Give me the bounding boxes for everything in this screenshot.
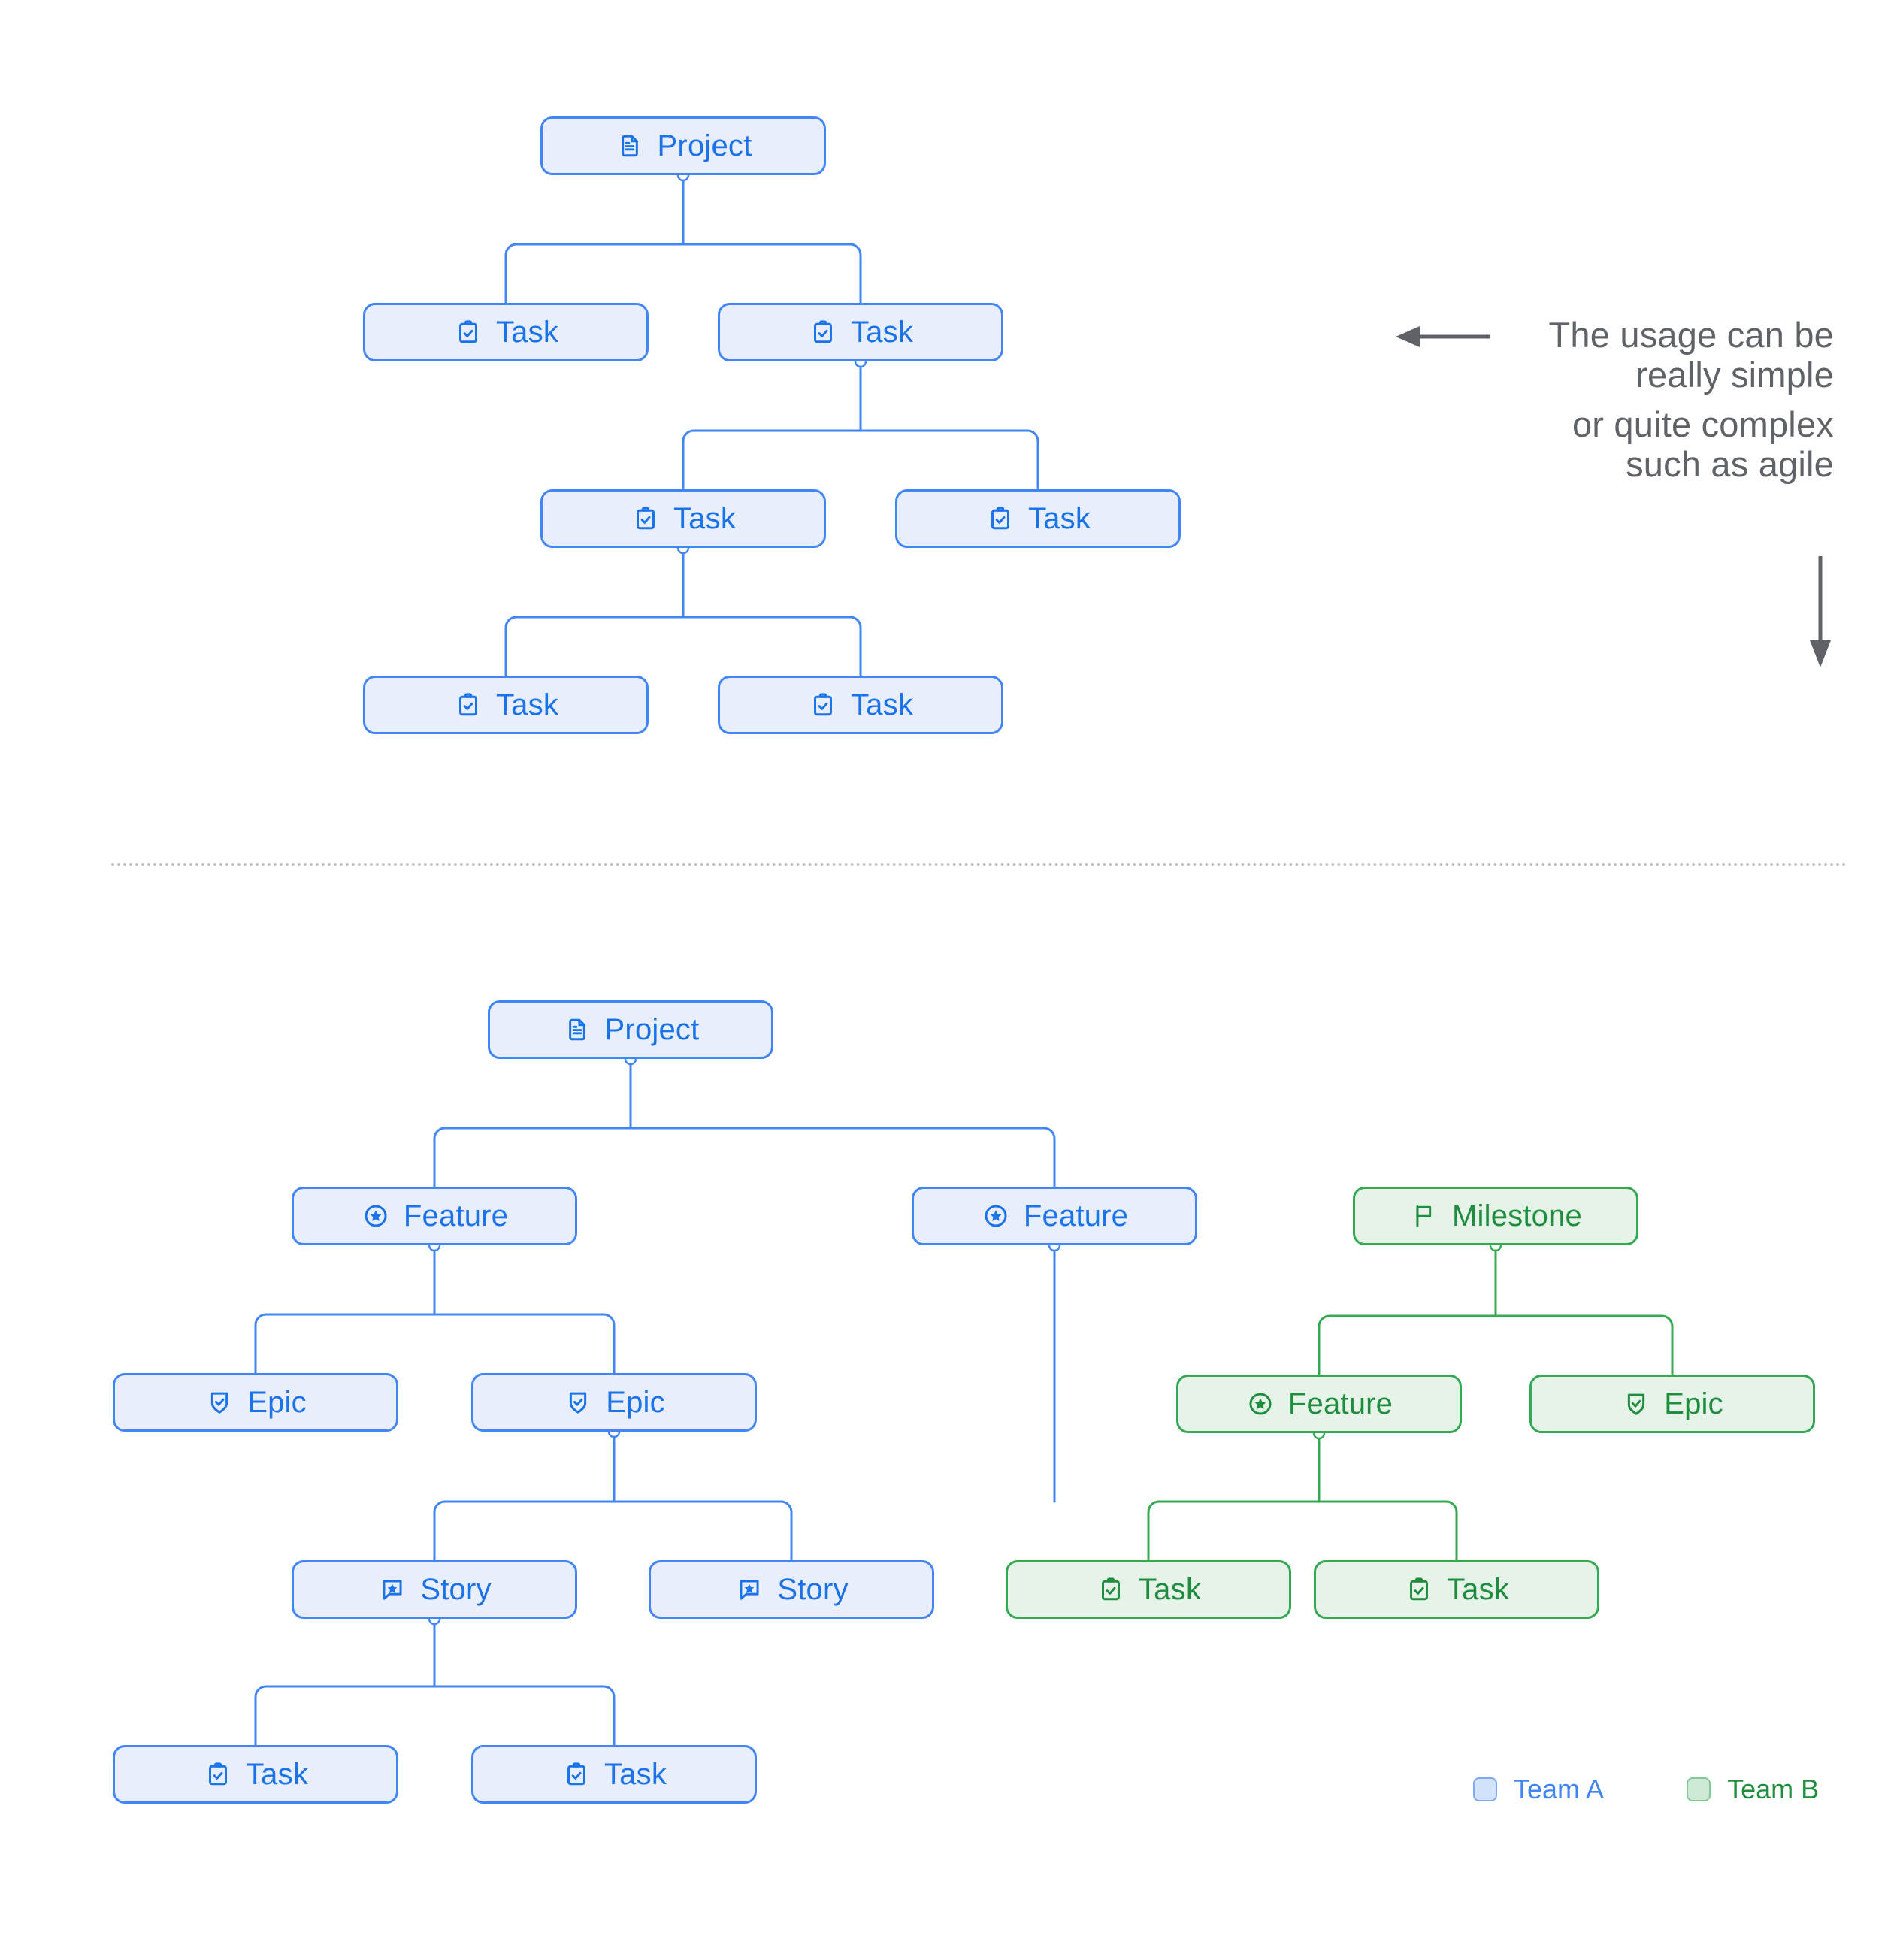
node-label: Epic xyxy=(247,1386,307,1419)
node-task[interactable]: Task xyxy=(113,1745,398,1804)
connector-line xyxy=(1147,1500,1321,1562)
node-label: Story xyxy=(777,1573,849,1606)
legend-item-team-a[interactable]: Team A xyxy=(1473,1774,1604,1805)
clipboard-check-icon xyxy=(808,317,838,347)
node-feature[interactable]: Feature xyxy=(292,1187,577,1245)
node-task[interactable]: Task xyxy=(895,489,1181,548)
annotation-line-2: really simple xyxy=(1635,354,1834,395)
legend-item-team-b[interactable]: Team B xyxy=(1687,1774,1819,1805)
shield-check-icon xyxy=(204,1387,234,1417)
annotation-line-4: such as agile xyxy=(1626,443,1834,484)
legend-label: Team A xyxy=(1514,1774,1605,1804)
connector-line xyxy=(682,429,862,491)
square-swatch-icon xyxy=(1473,1777,1497,1801)
node-label: Task xyxy=(850,688,914,721)
node-task[interactable]: Task xyxy=(363,303,649,361)
node-label: Task xyxy=(604,1758,667,1791)
node-milestone[interactable]: Milestone xyxy=(1353,1187,1638,1245)
connector-line xyxy=(433,1127,632,1188)
connector-line xyxy=(433,1685,616,1747)
clipboard-check-icon xyxy=(985,504,1015,534)
clipboard-check-icon xyxy=(631,504,661,534)
node-label: Story xyxy=(420,1573,492,1606)
document-icon xyxy=(562,1015,592,1045)
connector-line xyxy=(1318,1314,1497,1376)
clipboard-check-icon xyxy=(453,690,483,720)
clipboard-check-icon xyxy=(203,1759,233,1789)
node-task[interactable]: Task xyxy=(540,489,826,548)
clipboard-check-icon xyxy=(1404,1574,1434,1605)
comment-star-icon xyxy=(734,1574,764,1605)
node-task[interactable]: Task xyxy=(718,303,1003,361)
node-label: Task xyxy=(673,502,737,535)
annotation-paragraph-2: or quite complex such as agile xyxy=(1488,404,1834,484)
comment-star-icon xyxy=(377,1574,407,1605)
flag-icon xyxy=(1409,1201,1439,1231)
connector-line xyxy=(254,1313,436,1375)
node-label: Milestone xyxy=(1452,1199,1582,1233)
node-story[interactable]: Story xyxy=(649,1560,934,1619)
node-epic[interactable]: Epic xyxy=(1529,1375,1815,1433)
node-label: Task xyxy=(1027,502,1091,535)
section-divider xyxy=(111,863,1847,866)
connector-line xyxy=(613,1500,793,1562)
connector-line xyxy=(629,1127,1056,1188)
connector-line xyxy=(504,243,685,304)
connector-line xyxy=(1494,1314,1674,1376)
node-label: Task xyxy=(495,316,559,349)
clipboard-check-icon xyxy=(808,690,838,720)
node-label: Task xyxy=(850,316,914,349)
node-story[interactable]: Story xyxy=(292,1560,577,1619)
node-task[interactable]: Task xyxy=(471,1745,757,1804)
node-task[interactable]: Task xyxy=(718,676,1003,734)
connector-line xyxy=(433,1500,616,1562)
arrow-down-icon xyxy=(1810,556,1831,667)
node-feature[interactable]: Feature xyxy=(912,1187,1197,1245)
node-feature[interactable]: Feature xyxy=(1176,1375,1462,1433)
node-task[interactable]: Task xyxy=(1314,1560,1599,1619)
legend: Team A Team B xyxy=(1473,1774,1819,1805)
shield-check-icon xyxy=(563,1387,593,1417)
annotation-line-1: The usage can be xyxy=(1548,315,1834,355)
node-label: Feature xyxy=(403,1199,509,1233)
clipboard-check-icon xyxy=(1096,1574,1126,1605)
square-swatch-icon xyxy=(1687,1777,1711,1801)
document-icon xyxy=(615,131,645,161)
connector-line xyxy=(1318,1500,1458,1562)
node-project[interactable]: Project xyxy=(540,116,826,175)
node-label: Feature xyxy=(1023,1199,1129,1233)
node-label: Epic xyxy=(1664,1387,1723,1420)
node-task[interactable]: Task xyxy=(1006,1560,1291,1619)
connector-line xyxy=(682,243,862,304)
annotation-paragraph-1: The usage can be really simple xyxy=(1488,315,1834,395)
clipboard-check-icon xyxy=(561,1759,591,1789)
annotation-line-3: or quite complex xyxy=(1572,404,1834,445)
star-circle-icon xyxy=(981,1201,1011,1231)
arrow-left-icon xyxy=(1396,326,1490,347)
annotation-note: The usage can be really simple or quite … xyxy=(1488,315,1834,485)
node-label: Feature xyxy=(1287,1387,1393,1420)
node-label: Project xyxy=(657,129,752,162)
connector-line xyxy=(504,616,685,677)
node-label: Project xyxy=(604,1013,700,1046)
connector-line xyxy=(859,429,1039,491)
star-circle-icon xyxy=(361,1201,391,1231)
node-epic[interactable]: Epic xyxy=(113,1373,398,1432)
connector-line xyxy=(254,1685,436,1747)
clipboard-check-icon xyxy=(453,317,483,347)
node-epic[interactable]: Epic xyxy=(471,1373,757,1432)
node-label: Task xyxy=(1138,1573,1202,1606)
node-label: Task xyxy=(245,1758,309,1791)
star-circle-icon xyxy=(1245,1389,1275,1419)
node-project[interactable]: Project xyxy=(488,1000,773,1059)
node-label: Task xyxy=(1446,1573,1510,1606)
node-label: Task xyxy=(495,688,559,721)
connector-line xyxy=(433,1313,616,1375)
legend-label: Team B xyxy=(1727,1774,1820,1804)
shield-check-icon xyxy=(1621,1389,1651,1419)
node-label: Epic xyxy=(606,1386,665,1419)
node-task[interactable]: Task xyxy=(363,676,649,734)
connector-line xyxy=(682,616,862,677)
